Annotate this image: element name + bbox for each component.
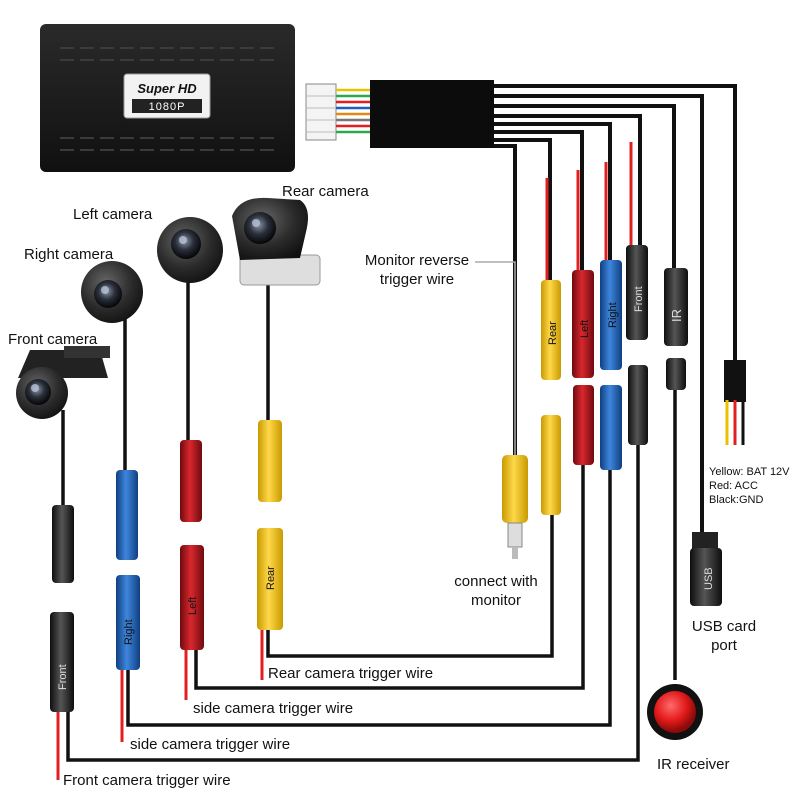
front-harness-plug (50, 612, 74, 712)
rear-camera (232, 197, 321, 286)
rear-trigger-label: Rear camera trigger wire (268, 665, 434, 682)
side-trigger-label-2: side camera trigger wire (130, 736, 291, 753)
ir-connector-label: IR (669, 309, 684, 322)
harness-side-connectors: Rear Left Right Front IR USB (502, 245, 722, 606)
left-camera (157, 217, 223, 283)
badge-bottom-text: 1080P (149, 101, 186, 113)
monitor-reverse-label: Monitor reverse trigger wire (362, 251, 472, 289)
rear-harness-plug (257, 528, 283, 630)
left-cam-plug (180, 440, 202, 522)
front-connector-label: Front (633, 286, 645, 312)
monitor-reverse-line1: Monitor reverse (364, 252, 470, 269)
rear-camera-label: Rear camera (282, 183, 369, 200)
right-camera-label: Right camera (24, 246, 114, 263)
bottom-wire-routes (66, 390, 677, 762)
connect-monitor-line1: connect with (454, 573, 538, 590)
rear-cam-plug (258, 420, 282, 502)
svg-text:USB: USB (703, 567, 715, 590)
right-connector-label: Right (607, 302, 619, 328)
power-wires (724, 360, 746, 445)
front-camera (16, 346, 110, 419)
left-camera-label: Left camera (73, 206, 153, 223)
front-cam-plug (52, 505, 74, 583)
monitor-reverse-leader (475, 261, 516, 455)
right-camera (81, 261, 143, 323)
power-red: Red: ACC (709, 480, 758, 492)
right-plug-label: Right (123, 619, 135, 645)
power-black: Black:GND (709, 494, 764, 506)
ir-receiver (647, 684, 703, 740)
connect-monitor-line2: monitor (470, 592, 522, 609)
usb-line1: USB card (691, 618, 757, 635)
harness-connector (305, 80, 494, 148)
right-harness-plug (116, 575, 140, 670)
harness-wires (494, 84, 737, 540)
usb-line2: port (711, 637, 737, 654)
rear-connector-label: Rear (547, 321, 559, 345)
right-cam-plug (116, 470, 138, 560)
connect-monitor-label: connect with monitor (440, 572, 552, 610)
left-connector-label: Left (579, 320, 591, 338)
left-harness-plug (180, 545, 204, 650)
rear-plug-label: Rear (265, 566, 277, 590)
control-box: Super HD 1080P (40, 24, 295, 172)
power-yellow: Yellow: BAT 12V (709, 466, 790, 478)
badge-top-text: Super HD (137, 81, 197, 96)
monitor-reverse-line2: trigger wire (379, 271, 455, 288)
side-trigger-label-1: side camera trigger wire (193, 700, 354, 717)
camera-side-connectors: Front Right Left Rear (50, 420, 283, 712)
usb-label: USB card port (672, 617, 776, 655)
left-plug-label: Left (187, 597, 199, 615)
ir-receiver-label: IR receiver (657, 756, 730, 773)
camera-cables (61, 280, 270, 505)
red-wire-tips-top (545, 142, 633, 282)
front-trigger-label: Front camera trigger wire (63, 772, 231, 789)
power-legend: Yellow: BAT 12V Red: ACC Black:GND (709, 465, 790, 507)
front-camera-label: Front camera (8, 331, 98, 348)
front-plug-label: Front (57, 664, 69, 690)
red-wire-tips-bottom (56, 628, 264, 780)
